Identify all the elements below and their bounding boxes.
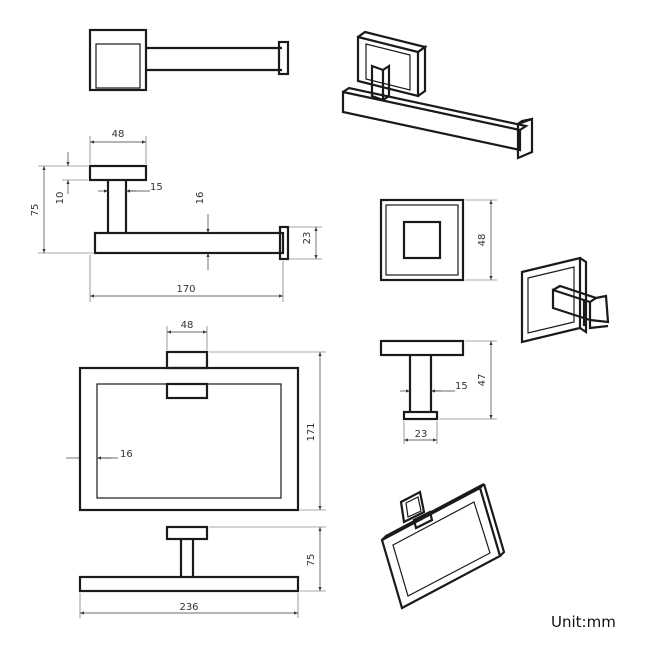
dim-ring-height: 171 bbox=[306, 422, 317, 441]
dim-holder-end-cap: 23 bbox=[302, 232, 313, 245]
paper-holder-top-view bbox=[88, 28, 290, 92]
dim-square-plate: 48 bbox=[477, 234, 488, 247]
dim-holder-width: 48 bbox=[112, 129, 125, 140]
dim-holder-base-height: 10 bbox=[55, 192, 66, 205]
dim-ring-bar-thickness: 16 bbox=[120, 449, 133, 460]
robe-hook-iso-view bbox=[520, 256, 610, 344]
paper-holder-iso-view bbox=[341, 30, 534, 160]
dim-hook-height: 47 bbox=[477, 374, 488, 387]
dim-ring-depth: 75 bbox=[306, 554, 317, 567]
paper-holder-front-dims: 48 75 10 15 16 23 170 bbox=[30, 129, 322, 302]
robe-hook-side-view: 47 15 23 bbox=[379, 339, 497, 444]
dim-holder-arm-thickness: 16 bbox=[195, 192, 206, 205]
dim-holder-total-height: 75 bbox=[30, 204, 41, 217]
paper-holder-front-view bbox=[88, 164, 290, 261]
square-plate-view: 48 bbox=[379, 198, 497, 282]
dim-hook-foot-width: 23 bbox=[415, 429, 428, 440]
towel-ring-iso-view bbox=[380, 483, 506, 610]
dim-hook-post-width: 15 bbox=[455, 381, 468, 392]
dim-ring-width: 236 bbox=[179, 602, 198, 613]
towel-ring-front-view: 48 171 16 bbox=[66, 320, 326, 512]
unit-label: Unit:mm bbox=[551, 613, 616, 631]
dim-holder-post-width: 15 bbox=[150, 182, 163, 193]
towel-ring-top-view: 75 236 bbox=[78, 525, 326, 618]
dim-holder-length: 170 bbox=[176, 284, 195, 295]
dim-ring-mount-width: 48 bbox=[181, 320, 194, 331]
